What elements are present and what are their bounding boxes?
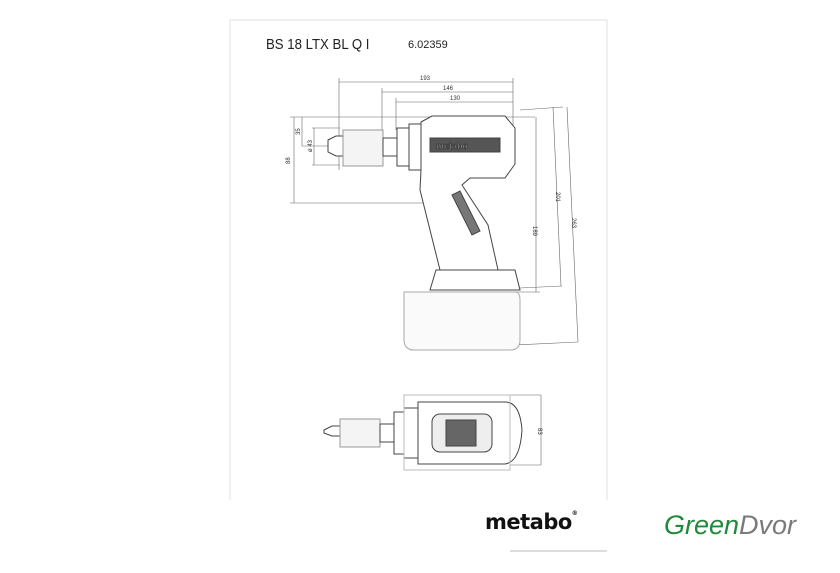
article-number: 6.02359 — [408, 39, 448, 51]
model-title: BS 18 LTX BL Q I — [266, 36, 370, 53]
drill-side-view: metabo — [327, 115, 521, 351]
dim-83: 83 — [536, 428, 542, 435]
dim-146: 146 — [443, 86, 454, 92]
dim-263: 263 — [570, 218, 576, 229]
drill-top-view — [323, 394, 523, 471]
dim-88: 88 — [286, 157, 292, 164]
dimension-labels: 193 146 130 35 ø 43 88 189 201 263 83 — [286, 76, 576, 435]
dim-35: 35 — [296, 128, 302, 135]
dim-189: 189 — [531, 226, 537, 237]
dim-201: 201 — [554, 192, 560, 203]
sheet-frame — [229, 19, 608, 500]
greendvor-logo: GreenDvor — [664, 510, 797, 540]
metabo-logo: metabo® — [485, 510, 578, 534]
dim-diameter-43: ø 43 — [308, 139, 314, 152]
dim-193: 193 — [420, 76, 431, 82]
tool-brand-mark: metabo — [436, 141, 469, 151]
dim-130: 130 — [450, 96, 461, 102]
